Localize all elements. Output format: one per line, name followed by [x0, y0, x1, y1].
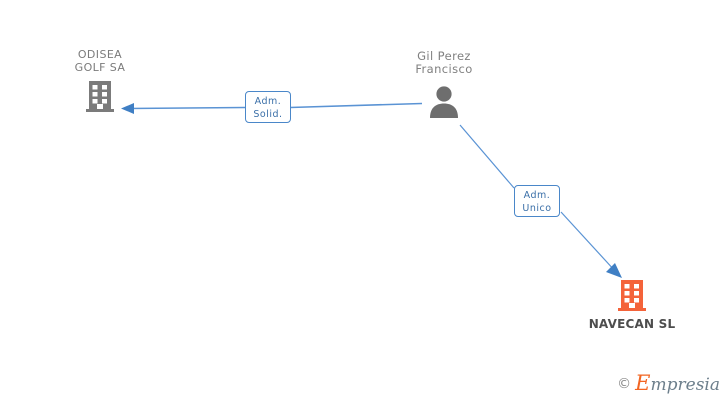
building-icon — [86, 81, 114, 112]
node-navecan-sl[interactable]: NAVECAN SL — [589, 278, 675, 338]
building-icon — [618, 280, 646, 311]
node-gil-perez-francisco[interactable]: Gil Perez Francisco — [404, 50, 484, 125]
watermark-empresia: © Empresia — [617, 373, 720, 394]
person-icon — [430, 86, 458, 118]
node-odisea-golf-sa[interactable]: ODISEA GOLF SA — [60, 48, 140, 123]
node-label-gil-perez: Gil Perez Francisco — [415, 49, 473, 76]
copyright-icon: © — [617, 375, 632, 392]
brand-rest: mpresia — [650, 375, 721, 395]
brand-wordmark: Empresia — [635, 373, 720, 394]
node-label-navecan: NAVECAN SL — [588, 317, 676, 331]
edge-label-adm-solid[interactable]: Adm. Solid. — [245, 91, 291, 123]
node-label-odisea: ODISEA GOLF SA — [74, 48, 126, 74]
brand-initial: E — [635, 371, 651, 395]
edge-label-adm-unico[interactable]: Adm. Unico — [514, 185, 560, 217]
